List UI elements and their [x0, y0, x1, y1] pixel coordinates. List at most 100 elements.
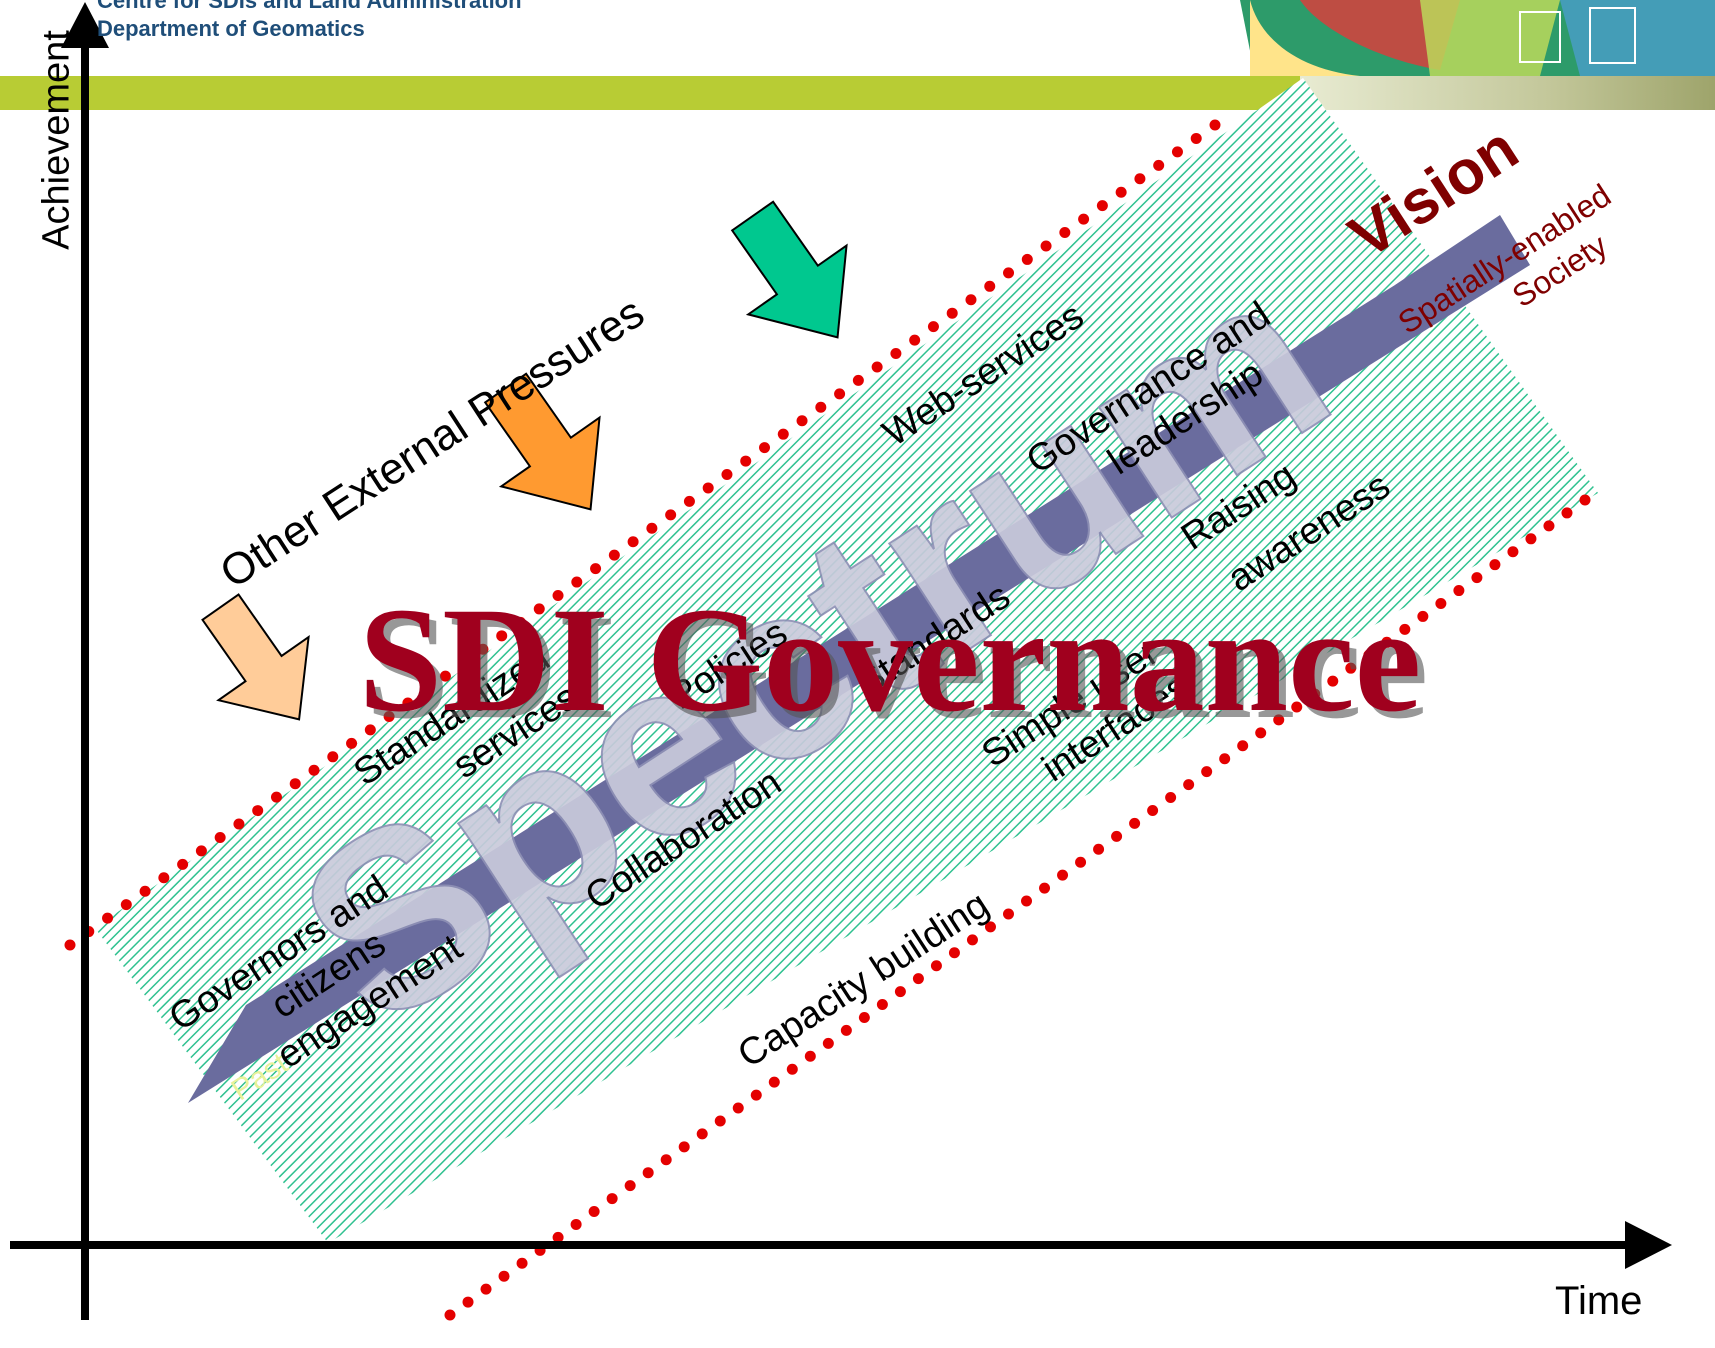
- boundary-dot: [890, 348, 902, 360]
- boundary-dot: [834, 388, 846, 400]
- boundary-dot: [195, 845, 207, 857]
- boundary-dot: [1525, 533, 1537, 545]
- boundary-dot: [496, 630, 508, 642]
- boundary-dot: [1002, 908, 1014, 920]
- boundary-dot: [642, 1167, 654, 1179]
- x-axis-label: Time: [1555, 1279, 1643, 1323]
- boundary-dot: [1327, 675, 1339, 687]
- boundary-dot: [1273, 714, 1285, 726]
- header-centre-name: Centre for SDIs and Land Administration: [97, 0, 522, 13]
- boundary-dot: [1153, 159, 1165, 171]
- boundary-dot: [804, 1050, 816, 1062]
- boundary-dot: [402, 697, 414, 709]
- boundary-dot: [421, 684, 433, 696]
- boundary-dot: [786, 1063, 798, 1075]
- boundary-dot: [966, 934, 978, 946]
- boundary-dot: [1453, 585, 1465, 597]
- pressure-arrow-green: [730, 200, 848, 339]
- boundary-dot: [871, 361, 883, 373]
- boundary-dot: [102, 912, 114, 924]
- boundary-dot: [1345, 662, 1357, 674]
- boundary-dot: [552, 1231, 564, 1243]
- boundary-dot: [514, 616, 526, 628]
- boundary-dot: [1363, 649, 1375, 661]
- boundary-dot: [458, 657, 470, 669]
- boundary-dot: [768, 1076, 780, 1088]
- boundary-dot: [927, 321, 939, 333]
- boundary-dot: [1059, 227, 1071, 239]
- boundary-dot: [750, 1089, 762, 1101]
- x-axis-arrowhead: [1625, 1221, 1672, 1269]
- boundary-dot: [627, 536, 639, 548]
- boundary-dot: [930, 960, 942, 972]
- boundary-dot: [646, 522, 658, 534]
- boundary-dot: [732, 1102, 744, 1114]
- boundary-dot: [852, 374, 864, 386]
- boundary-dot: [840, 1024, 852, 1036]
- boundary-dot: [1147, 804, 1159, 816]
- y-axis-label: Achievement: [35, 30, 78, 250]
- boundary-dot: [139, 885, 151, 897]
- boundary-dot: [516, 1257, 528, 1269]
- boundary-dot: [1471, 572, 1483, 584]
- boundary-dot: [876, 999, 888, 1011]
- boundary-dot: [177, 858, 189, 870]
- boundary-dot: [1561, 507, 1573, 519]
- boundary-dot: [308, 764, 320, 776]
- boundary-dot: [214, 831, 226, 843]
- boundary-dot: [660, 1154, 672, 1166]
- boundary-dot: [822, 1037, 834, 1049]
- boundary-dot: [383, 710, 395, 722]
- boundary-dot: [1115, 186, 1127, 198]
- boundary-dot: [590, 563, 602, 575]
- boundary-dot: [858, 1011, 870, 1023]
- boundary-dot: [1255, 727, 1267, 739]
- boundary-dot: [984, 921, 996, 933]
- boundary-dot: [909, 334, 921, 346]
- boundary-dot: [444, 1309, 456, 1321]
- boundary-dot: [364, 724, 376, 736]
- boundary-dot: [1507, 546, 1519, 558]
- boundary-dot: [158, 872, 170, 884]
- boundary-dot: [1435, 597, 1447, 609]
- boundary-dot: [1190, 132, 1202, 144]
- boundary-dot: [1057, 869, 1069, 881]
- boundary-dot: [552, 589, 564, 601]
- boundary-dot: [1209, 119, 1221, 131]
- boundary-dot: [462, 1296, 474, 1308]
- boundary-dot: [1219, 753, 1231, 765]
- boundary-dot: [759, 442, 771, 454]
- boundary-dot: [1075, 856, 1087, 868]
- boundary-dot: [570, 1218, 582, 1230]
- boundary-dot: [64, 939, 76, 951]
- boundary-dot: [796, 415, 808, 427]
- boundary-dot: [346, 737, 358, 749]
- diagram-title: SDI Governance: [359, 577, 1421, 743]
- spectrum-arrow: [188, 215, 1530, 1103]
- boundary-dot: [1111, 830, 1123, 842]
- boundary-dot: [984, 280, 996, 292]
- boundary-dot: [721, 469, 733, 481]
- boundary-dot: [571, 576, 583, 588]
- boundary-dot: [1021, 895, 1033, 907]
- boundary-dot: [327, 751, 339, 763]
- title-shadow: SDI Governance: [366, 584, 1428, 750]
- boundary-dot: [1003, 267, 1015, 279]
- y-axis-arrowhead: [61, 2, 109, 48]
- boundary-dot: [1078, 213, 1090, 225]
- boundary-dot: [696, 1128, 708, 1140]
- boundary-dot: [608, 549, 620, 561]
- boundary-dot: [1237, 740, 1249, 752]
- boundary-dot: [1096, 200, 1108, 212]
- boundary-dot: [702, 482, 714, 494]
- boundary-dot: [1165, 792, 1177, 804]
- dotted-boundaries: [64, 119, 1591, 1321]
- boundary-dot: [1543, 520, 1555, 532]
- boundary-dot: [439, 670, 451, 682]
- boundary-dot: [533, 603, 545, 615]
- boundary-dot: [1183, 779, 1195, 791]
- boundary-dot: [1489, 559, 1501, 571]
- pressure-arrow-orange: [483, 372, 601, 511]
- boundary-dot: [498, 1270, 510, 1282]
- boundary-dot: [1201, 766, 1213, 778]
